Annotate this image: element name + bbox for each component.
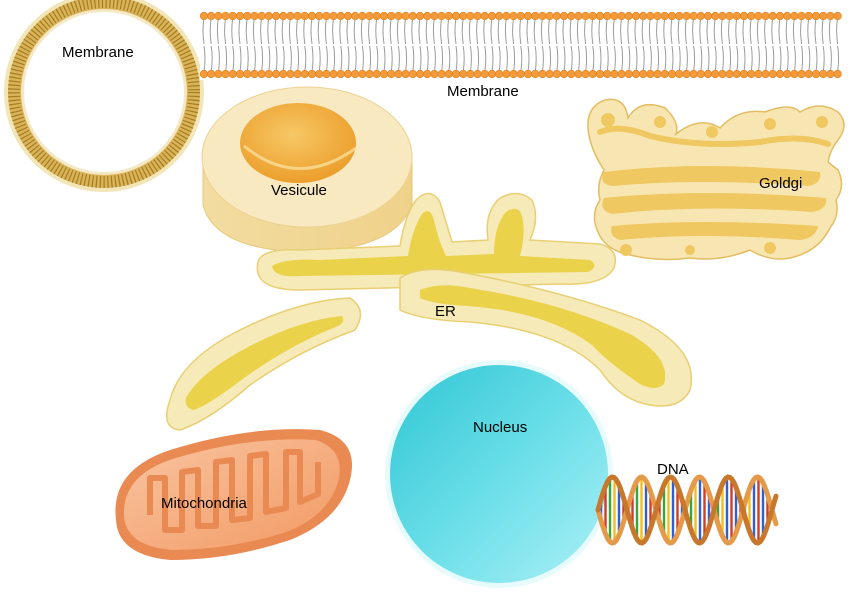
membrane-bilayer (199, 10, 844, 80)
vesicule (201, 86, 413, 253)
golgi-apparatus (587, 98, 845, 261)
nucleus (385, 360, 613, 588)
dna-helix (595, 474, 779, 546)
mitochondrion (115, 429, 352, 560)
endoplasmic-reticulum (165, 192, 693, 431)
membrane-ring (4, 0, 204, 192)
